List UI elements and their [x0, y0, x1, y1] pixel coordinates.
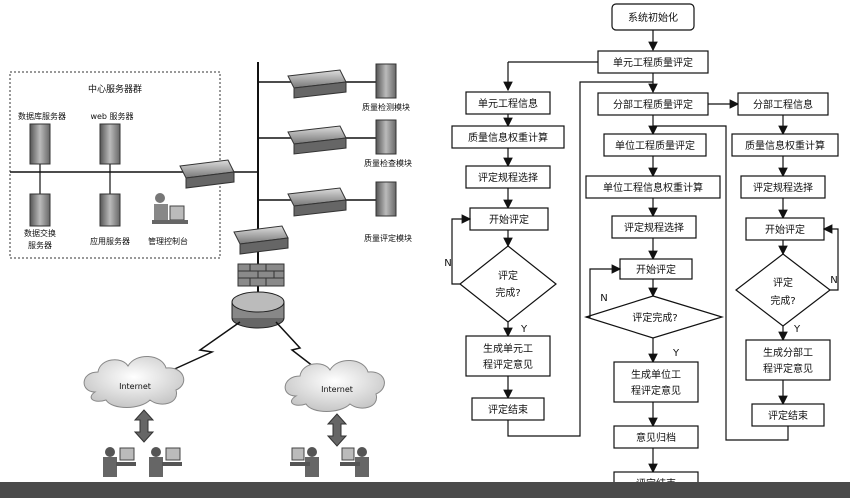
flow-a-gen-label-2: 程评定意见	[483, 358, 533, 371]
flowchart	[451, 3, 839, 495]
backup-server-icon	[29, 193, 51, 227]
flow-c-start-label: 开始评定	[765, 223, 805, 236]
bottom-strip	[0, 482, 850, 498]
flow-c-gen-box	[745, 339, 831, 381]
eval-module-server-icon	[375, 181, 397, 217]
flow-a-done-label-1: 评定	[498, 269, 518, 282]
flow-c-end-label: 评定结束	[768, 409, 808, 422]
double-arrow-icon	[133, 409, 155, 443]
db-server-icon	[29, 123, 51, 165]
internet-cloud-icon	[284, 360, 385, 412]
internet-cloud-icon	[83, 356, 185, 408]
flow-b-rule-label: 评定规程选择	[624, 221, 684, 234]
module-eval-label: 质量评定模块	[364, 233, 412, 243]
flow-a-decision	[459, 245, 557, 323]
flow-b-gen-label-2: 程评定意见	[631, 384, 681, 397]
flow-b-weight-label: 单位工程信息权重计算	[603, 181, 703, 194]
internet-right-label: Internet	[321, 385, 353, 394]
flow-a-rule-label: 评定规程选择	[478, 171, 538, 184]
switch-icon	[287, 187, 347, 217]
flow-a-yes-label: Y	[520, 324, 528, 335]
flow-a-gen-box	[465, 335, 551, 377]
firewall-icon	[237, 263, 285, 287]
backup-server-label-1: 数据交换	[24, 228, 56, 238]
switch-icon	[179, 159, 235, 189]
flow-a-end-label: 评定结束	[488, 403, 528, 416]
flow-c-decision	[735, 253, 831, 327]
network-diagram: 中心服务器群 数据库服务器 web 服务器 数据交换 服务器 应用服务器 管理	[9, 62, 412, 477]
wan-link-right	[275, 321, 319, 371]
user-workstation-icon	[290, 447, 319, 477]
flow-b-unit-box	[603, 133, 707, 157]
flow-c-info-label: 分部工程信息	[753, 98, 813, 111]
web-server-label: web 服务器	[90, 111, 133, 121]
cluster-title: 中心服务器群	[88, 83, 142, 95]
flow-unit-eval-label: 单元工程质量评定	[613, 56, 693, 69]
switch-icon	[287, 69, 347, 99]
flow-b-unit-label: 单位工程质量评定	[615, 139, 695, 152]
module-detect-label: 质量检测模块	[362, 102, 410, 112]
flow-a-no-label: N	[444, 258, 451, 269]
flow-c-weight-label: 质量信息权重计算	[745, 139, 825, 152]
flow-c-no-label: N	[830, 275, 837, 286]
user-workstation-icon	[340, 447, 369, 477]
wan-link-left	[167, 321, 241, 373]
flow-c-gen-label-1: 生成分部工	[763, 346, 813, 359]
app-server-label: 应用服务器	[90, 236, 130, 246]
flow-b-no-label: N	[600, 293, 607, 304]
app-server-icon	[99, 193, 121, 227]
flow-c-weight-box	[731, 133, 839, 157]
flow-b-done-label: 评定完成?	[632, 311, 677, 324]
double-arrow-icon	[326, 413, 348, 447]
flow-b-gen-box	[613, 361, 699, 403]
flow-a-start-label: 开始评定	[489, 213, 529, 226]
flow-a-info-label: 单元工程信息	[478, 97, 538, 110]
flow-b-yes-label: Y	[672, 348, 680, 359]
flow-b-archive-box	[613, 425, 699, 449]
flow-a-done-label-2: 完成?	[495, 286, 520, 299]
module-inspect-label: 质量检查模块	[364, 158, 412, 168]
internet-left-label: Internet	[119, 382, 151, 391]
router-icon	[231, 291, 285, 329]
admin-console-label: 管理控制台	[148, 236, 188, 246]
flow-c-done-label-2: 完成?	[770, 294, 795, 307]
flow-b-gen-label-1: 生成单位工	[631, 368, 681, 381]
flow-a-gen-label-1: 生成单元工	[483, 342, 533, 355]
backup-server-label-2: 服务器	[28, 240, 52, 250]
switch-icon	[287, 125, 347, 155]
inspect-module-server-icon	[375, 119, 397, 155]
server-cluster-frame	[9, 71, 221, 259]
flow-c-gen-label-2: 程评定意见	[763, 362, 813, 375]
flow-c-done-label-1: 评定	[773, 276, 793, 289]
flow-init-label: 系统初始化	[628, 11, 678, 24]
flow-c-yes-label: Y	[793, 324, 801, 335]
db-server-label: 数据库服务器	[18, 111, 66, 121]
flow-b-rule-box	[611, 215, 697, 239]
admin-console-icon	[152, 193, 188, 224]
user-workstation-icon	[103, 447, 136, 477]
detect-module-server-icon	[375, 63, 397, 99]
user-workstation-icon	[149, 447, 182, 477]
flow-b-eval-label: 分部工程质量评定	[613, 98, 693, 111]
switch-icon	[233, 225, 289, 255]
flow-c-rule-label: 评定规程选择	[753, 181, 813, 194]
flow-b-start-label: 开始评定	[636, 263, 676, 276]
flow-a-weight-label: 质量信息权重计算	[468, 131, 548, 144]
web-server-icon	[99, 123, 121, 165]
flow-b-archive-label: 意见归档	[636, 431, 676, 444]
